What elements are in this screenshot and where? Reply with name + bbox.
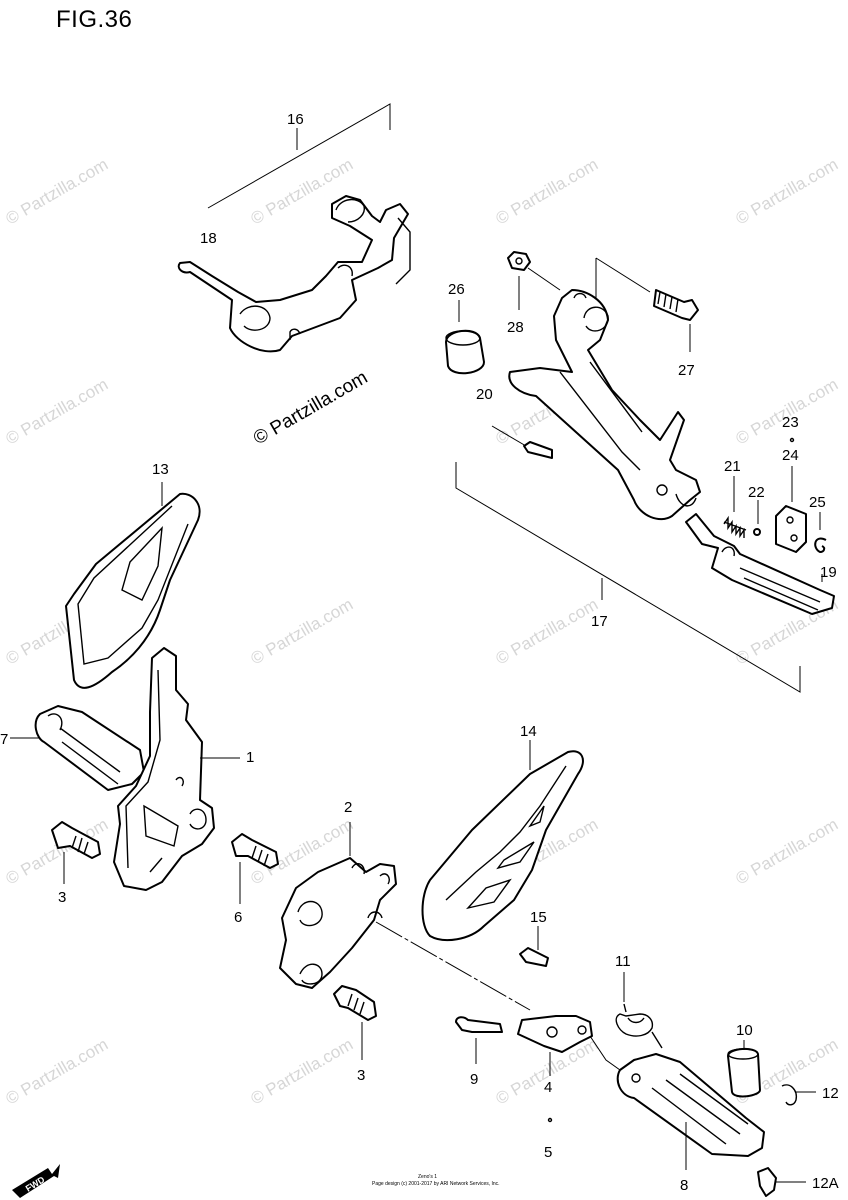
part-28-nut[interactable] <box>507 251 531 310</box>
part-10-collar[interactable] <box>727 1040 761 1098</box>
callout-24: 24 <box>782 447 799 464</box>
callout-10: 10 <box>736 1022 753 1039</box>
part-20-screw[interactable] <box>491 425 553 459</box>
callout-1: 1 <box>246 749 254 766</box>
footer-line-2: Page design (c) 2001-2017 by ARI Network… <box>372 1181 500 1187</box>
part-25-clip[interactable] <box>814 512 827 553</box>
part-7-footpeg[interactable] <box>10 705 145 791</box>
part-8-footpeg[interactable] <box>616 1053 765 1170</box>
part-21-spring[interactable] <box>723 476 747 539</box>
callout-26: 26 <box>448 281 465 298</box>
callout-11: 11 <box>615 953 631 970</box>
part-1-bracket[interactable] <box>113 647 240 891</box>
callout-16: 16 <box>287 111 304 128</box>
callout-15: 15 <box>530 909 547 926</box>
callout-8: 8 <box>680 1177 688 1194</box>
watermark-text: © Partzilla.com <box>493 155 602 229</box>
callout-27: 27 <box>678 362 695 379</box>
callout-12A: 12A <box>812 1175 839 1192</box>
part-22-ball[interactable] <box>753 500 761 536</box>
callout-18: 18 <box>200 230 217 247</box>
callout-5: 5 <box>544 1144 552 1161</box>
callout-19: 19 <box>820 564 837 581</box>
callout-2: 2 <box>344 799 352 816</box>
watermark-text: © Partzilla.com <box>3 1035 112 1109</box>
callout-3-right: 3 <box>357 1067 365 1084</box>
watermark-text: © Partzilla.com <box>733 155 842 229</box>
part-18-bracket[interactable] <box>177 103 411 353</box>
part-3-bolt-left[interactable] <box>51 821 101 884</box>
part-27-bolt[interactable] <box>595 257 699 352</box>
callout-21: 21 <box>724 458 741 475</box>
callout-13: 13 <box>152 461 169 478</box>
callout-23: 23 <box>782 414 799 431</box>
callout-25: 25 <box>809 494 826 511</box>
callout-22: 22 <box>748 484 765 501</box>
part-14-heel-guard[interactable] <box>421 740 584 942</box>
watermark-text: © Partzilla.com <box>733 375 842 449</box>
watermark-text: © Partzilla.com <box>3 155 112 229</box>
part-11-spring[interactable] <box>615 972 663 1049</box>
watermark-main: © Partzilla.com <box>250 367 371 449</box>
watermark-text: © Partzilla.com <box>3 375 112 449</box>
watermark-text: © Partzilla.com <box>733 815 842 889</box>
watermark-text: © Partzilla.com <box>248 1035 357 1109</box>
callout-4: 4 <box>544 1079 552 1096</box>
part-9-pin[interactable] <box>455 1016 503 1064</box>
callout-6: 6 <box>234 909 242 926</box>
fwd-arrow-icon: FWD <box>12 1164 60 1198</box>
part-17-bracket-assembly[interactable] <box>455 289 801 693</box>
footer-line-1: Zeno's 1 <box>418 1174 437 1180</box>
callout-7: 7 <box>0 731 8 748</box>
callout-20: 20 <box>476 386 493 403</box>
part-26-rubber[interactable] <box>445 300 485 375</box>
part-15-screw[interactable] <box>519 926 549 967</box>
figure-title: FIG.36 <box>56 6 133 33</box>
callout-labels: 16 18 26 28 27 20 23 24 21 22 25 19 17 1… <box>0 111 839 1194</box>
callout-3-left: 3 <box>58 889 66 906</box>
part-19-footpeg[interactable] <box>685 513 835 615</box>
watermark-text: © Partzilla.com <box>248 595 357 669</box>
part-6-bolt[interactable] <box>231 833 279 904</box>
part-3-bolt-right[interactable] <box>333 985 377 1060</box>
part-4-pivot[interactable] <box>517 1015 593 1123</box>
callout-17: 17 <box>591 613 608 630</box>
callout-12: 12 <box>822 1085 839 1102</box>
callout-14: 14 <box>520 723 537 740</box>
watermark-text: © Partzilla.com <box>493 595 602 669</box>
part-13-heel-guard[interactable] <box>65 482 201 689</box>
callout-9: 9 <box>470 1071 478 1088</box>
callout-28: 28 <box>507 319 524 336</box>
part-12-clip[interactable] <box>781 1084 816 1106</box>
part-12A-bolt[interactable] <box>757 1167 806 1197</box>
part-24-plate[interactable] <box>775 437 807 553</box>
part-2-bracket[interactable] <box>279 822 531 1011</box>
